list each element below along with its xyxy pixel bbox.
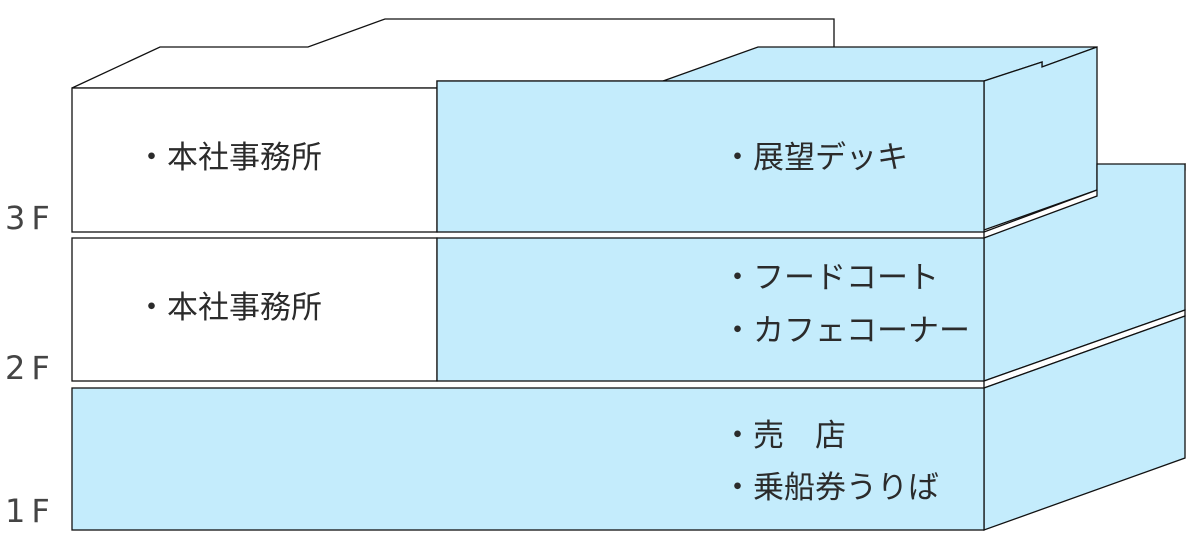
floor-2-right-item: ・カフェコーナー (722, 313, 970, 349)
floor-3-office (71, 87, 438, 233)
floor-2-food (436, 237, 985, 382)
floor-label-3f: 3F (5, 199, 56, 237)
floor-2-left-item: ・本社事務所 (136, 290, 322, 326)
floor-1-right-item: ・売 店 (722, 418, 846, 454)
floor-1-front (71, 387, 985, 531)
floor-3-right-item: ・展望デッキ (722, 140, 908, 176)
floor-label-1f: 1F (5, 492, 56, 530)
floor-label-2f: 2F (5, 349, 56, 387)
floor-3-deck (436, 80, 985, 233)
floor-2-right-item: ・フードコート (722, 260, 939, 296)
floor-3-left-item: ・本社事務所 (136, 140, 322, 176)
floor-1-right-item: ・乗船券うりば (722, 470, 939, 506)
